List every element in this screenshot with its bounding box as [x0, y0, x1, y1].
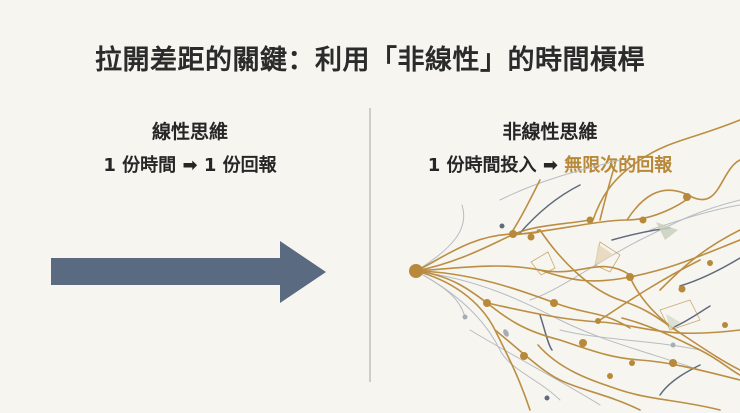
branching-network-icon [409, 119, 740, 411]
linear-input: 1 份時間 [103, 155, 177, 176]
arrow-right-icon: ➡ [182, 155, 198, 176]
center-divider [369, 108, 371, 382]
linear-equation: 1 份時間 ➡ 1 份回報 [60, 151, 320, 177]
nonlinear-equation: 1 份時間投入 ➡ 無限次的回報 [390, 151, 710, 177]
linear-arrow-icon [51, 241, 326, 303]
linear-heading: 線性思維 [151, 121, 228, 143]
nonlinear-heading: 非線性思維 [502, 121, 598, 143]
arrow-right-icon: ➡ [542, 155, 558, 176]
linear-output: 1 份回報 [203, 155, 277, 176]
nonlinear-output: 無限次的回報 [564, 155, 673, 176]
nonlinear-input: 1 份時間投入 [427, 155, 537, 176]
page-title: 拉開差距的關鍵：利用「非線性」的時間槓桿 [95, 45, 645, 76]
